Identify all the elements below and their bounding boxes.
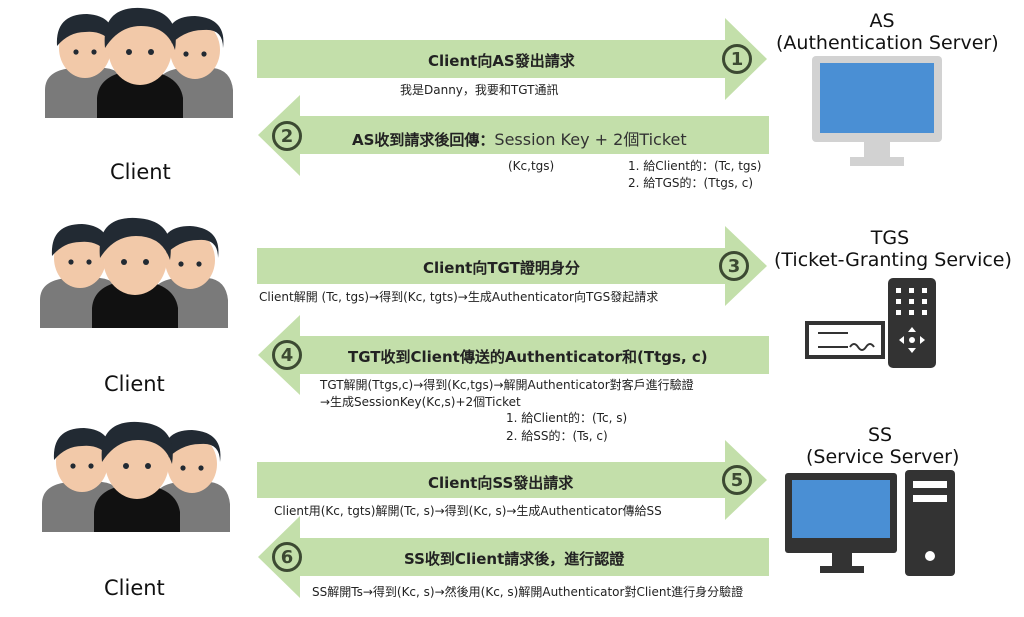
as-server-title: AS (Authentication Server) xyxy=(776,10,999,54)
client-avatar-group-3 xyxy=(42,421,230,532)
step-3-title: Client向TGT證明身分 xyxy=(423,259,580,277)
server-name: AS xyxy=(869,10,895,32)
step-6-title: SS收到Client請求後，進行認證 xyxy=(404,550,625,568)
step-4-title: TGT收到Client傳送的Authenticator和(Ttgs, c) xyxy=(348,348,708,366)
step-4-list-item-1: 1. 給Client的：(Tc, s) xyxy=(506,411,628,425)
ticket-remote-icon xyxy=(805,278,936,368)
server-name: TGS xyxy=(870,227,910,249)
step-2-note: (Kc,tgs) xyxy=(508,159,555,173)
arrow-step-4 xyxy=(258,315,769,395)
step-2-list-item-2: 2. 給TGS的：(Ttgs, c) xyxy=(628,176,754,190)
step-2-title-session-key: Session Key + 2個Ticket xyxy=(494,130,687,149)
arrow-step-3 xyxy=(257,226,767,306)
step-2-title: AS收到請求後回傳：Session Key + 2個Ticket xyxy=(352,126,687,150)
step-number-2: 2 xyxy=(272,121,302,151)
desktop-pc-icon xyxy=(785,470,955,576)
step-1-title: Client向AS發出請求 xyxy=(428,52,575,70)
client-label-3: Client xyxy=(104,576,165,600)
arrow-step-1 xyxy=(257,18,767,100)
arrow-step-5 xyxy=(257,440,767,520)
tgs-server-title: TGS (Ticket-Granting Service) xyxy=(774,227,1012,271)
client-avatar-group-1 xyxy=(45,7,233,119)
step-4-note-2: →生成SessionKey(Kc,s)+2個Ticket xyxy=(320,395,521,409)
step-4-note-1: TGT解開(Ttgs,c)→得到(Kc,tgs)→解開Authenticator… xyxy=(320,378,694,392)
step-number-4: 4 xyxy=(272,340,302,370)
step-2-list-item-1: 1. 給Client的：(Tc, tgs) xyxy=(628,159,762,173)
step-number-1: 1 xyxy=(722,44,752,74)
client-label-2: Client xyxy=(104,372,165,396)
server-name: SS xyxy=(867,424,893,446)
step-number-6: 6 xyxy=(272,542,302,572)
step-6-note: SS解開Ts→得到(Kc, s)→然後用(Kc, s)解開Authenticat… xyxy=(312,585,744,599)
arrow-step-6 xyxy=(258,516,769,598)
client-label-1: Client xyxy=(110,160,171,184)
step-5-title: Client向SS發出請求 xyxy=(428,474,574,492)
server-fullname: (Authentication Server) xyxy=(776,32,999,54)
step-2-title-main: AS收到請求後回傳： xyxy=(352,131,495,149)
step-4-list-item-2: 2. 給SS的：(Ts, c) xyxy=(506,429,608,443)
client-avatar-group-2 xyxy=(40,217,228,328)
step-3-note: Client解開 (Tc, tgs)→得到(Kc, tgts)→生成Authen… xyxy=(259,290,659,304)
step-number-5: 5 xyxy=(722,465,752,495)
arrow-step-2 xyxy=(258,95,769,176)
server-fullname: (Ticket-Granting Service) xyxy=(774,249,1012,271)
server-fullname: (Service Server) xyxy=(806,446,960,468)
step-1-note: 我是Danny，我要和TGT通訊 xyxy=(400,83,559,97)
monitor-icon xyxy=(812,56,942,166)
step-number-3: 3 xyxy=(719,251,749,281)
ss-server-title: SS (Service Server) xyxy=(806,424,960,468)
step-5-note: Client用(Kc, tgts)解開(Tc, s)→得到(Kc, s)→生成A… xyxy=(274,504,662,518)
